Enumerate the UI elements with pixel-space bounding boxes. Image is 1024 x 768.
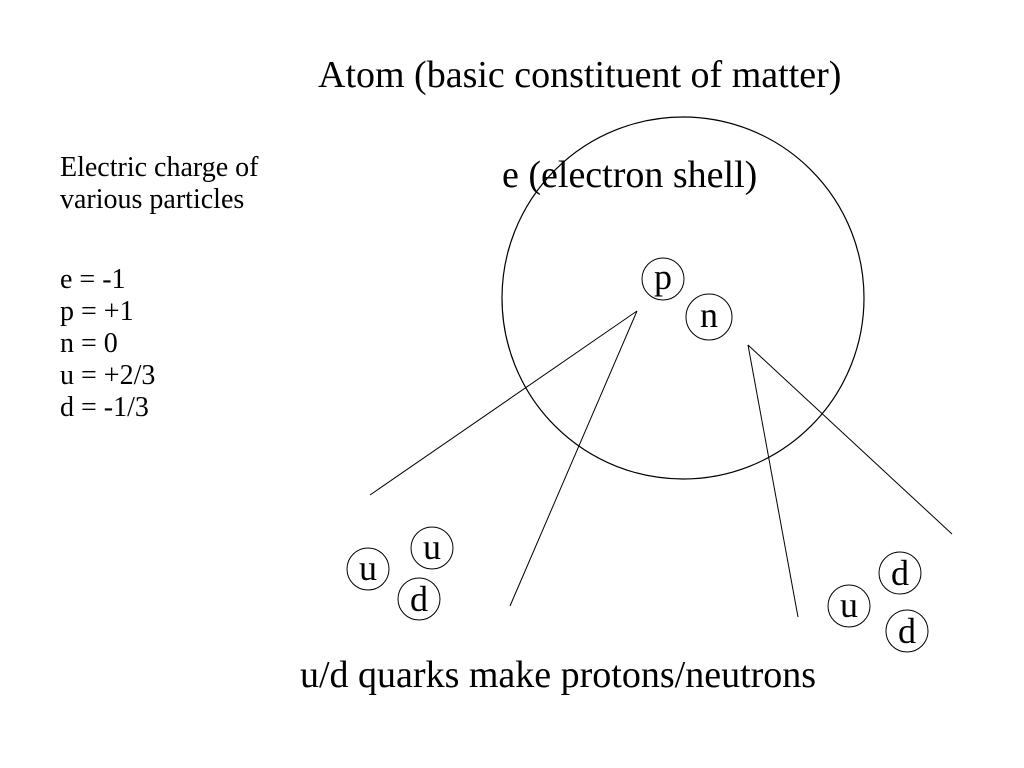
proton-pointer-line-left — [369, 310, 638, 496]
electron-shell-label: e (electron shell) — [502, 154, 758, 196]
neutron-circle — [685, 293, 733, 341]
proton-quark-3: d — [397, 577, 441, 621]
charge-row-proton: p = +1 — [60, 296, 134, 327]
quark-symbol: d — [410, 579, 428, 619]
neutron-quark-3: d — [885, 609, 929, 653]
neutron-symbol: n — [700, 295, 718, 335]
spacer — [60, 216, 258, 264]
charge-panel: Electric charge of various particles e =… — [60, 152, 258, 424]
charge-list: e = -1 p = +1 n = 0 u = +2/3 d = -1/3 — [60, 264, 258, 424]
slide-title: Atom (basic constituent of matter) — [318, 54, 842, 96]
neutron-quark-2: d — [878, 551, 922, 595]
quark-symbol: d — [898, 611, 916, 651]
quark-symbol: u — [840, 585, 858, 625]
charge-row-electron: e = -1 — [60, 264, 126, 295]
neutron-pointer-line-left — [747, 344, 799, 618]
charge-row-neutron: n = 0 — [60, 328, 118, 359]
charge-row-up-quark: u = +2/3 — [60, 360, 156, 391]
proton-quark-group: u u d — [346, 526, 454, 621]
charge-heading-line: Electric charge of — [60, 152, 259, 183]
quark-symbol: u — [359, 548, 377, 588]
electron-shell-circle — [501, 116, 865, 480]
quark-symbol: d — [891, 553, 909, 593]
diagram-caption: u/d quarks make protons/neutrons — [300, 654, 817, 696]
proton-circle — [641, 257, 685, 301]
neutron-particle: n — [685, 293, 733, 341]
neutron-pointer-line-right — [747, 344, 953, 535]
neutron-quark-1: u — [827, 584, 871, 628]
proton-symbol: p — [654, 257, 672, 297]
proton-particle: p — [641, 257, 685, 301]
proton-quark-1: u — [346, 547, 390, 591]
proton-pointer-line-right — [509, 310, 638, 607]
charge-heading-line: various particles — [60, 184, 245, 215]
charge-row-down-quark: d = -1/3 — [60, 392, 149, 423]
quark-symbol: u — [423, 527, 441, 567]
proton-quark-2: u — [410, 526, 454, 570]
neutron-quark-group: u d d — [827, 551, 929, 653]
